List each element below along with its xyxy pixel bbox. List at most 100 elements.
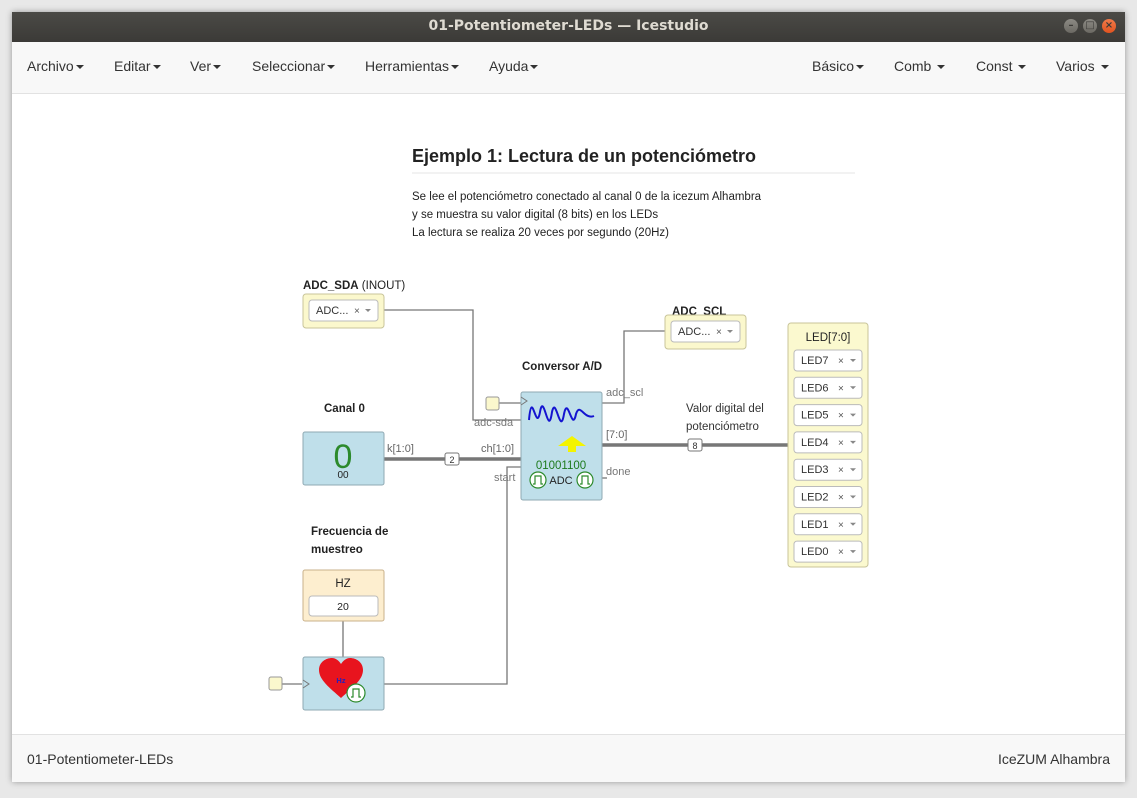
clear-icon[interactable]: ×: [838, 356, 844, 367]
freq-label-1: Frecuencia de: [311, 526, 388, 538]
menu-seleccionar[interactable]: Seleccionar: [252, 58, 336, 74]
led-name: LED3: [801, 464, 829, 476]
port-start: start: [494, 472, 515, 484]
wire-adc-sda: [384, 309, 521, 421]
dropdown-arrow-icon[interactable]: [850, 495, 856, 499]
conv-label: Conversor A/D: [522, 361, 602, 373]
adc-sda-value: ADC...: [316, 305, 348, 317]
menu-ayuda[interactable]: Ayuda: [489, 58, 539, 74]
canal-hex-value: 00: [337, 470, 349, 481]
wire-adc-scl: [602, 330, 665, 404]
caret-down-icon: [451, 65, 460, 70]
freq-label-2: muestreo: [311, 544, 363, 556]
led-select[interactable]: [793, 376, 863, 399]
canal-block[interactable]: [302, 431, 385, 486]
doc-heading: Ejemplo 1: Lectura de un potenciómetro: [412, 146, 756, 166]
dropdown-arrow-icon[interactable]: [850, 550, 856, 554]
led-select[interactable]: [793, 349, 863, 372]
menu-bar: Archivo Editar Ver Seleccionar Herramien…: [12, 42, 1125, 94]
adc-bits: 01001100: [536, 460, 586, 472]
dropdown-arrow-icon[interactable]: [850, 522, 856, 526]
freq-value-input[interactable]: [308, 595, 379, 617]
arrow-down-icon: [558, 436, 586, 452]
clear-icon[interactable]: ×: [716, 327, 722, 338]
doc-line-3: La lectura se realiza 20 veces por segun…: [412, 227, 669, 239]
dropdown-arrow-icon[interactable]: [850, 386, 856, 390]
port-done: done: [606, 466, 630, 478]
port-ch: ch[1:0]: [481, 443, 514, 455]
minimize-icon[interactable]: –: [1064, 19, 1078, 33]
menu-basico[interactable]: Básico: [812, 58, 865, 74]
adc-sda-select[interactable]: [308, 299, 379, 322]
caret-down-icon: [75, 65, 84, 70]
bus-width-2: 2: [449, 455, 454, 465]
heart-input-pin[interactable]: [268, 676, 283, 691]
menu-herramientas[interactable]: Herramientas: [365, 58, 460, 74]
clear-icon[interactable]: ×: [838, 465, 844, 476]
led-list: LED7×LED6×LED5×LED4×LED3×LED2×LED1×LED0×: [793, 349, 863, 563]
caret-down-icon: [152, 65, 161, 70]
menu-const[interactable]: Const: [976, 58, 1027, 74]
circuit-diagram[interactable]: Ejemplo 1: Lectura de un potenciómetro S…: [12, 94, 1125, 734]
dropdown-arrow-icon[interactable]: [850, 468, 856, 472]
caret-down-icon: [213, 65, 222, 70]
clear-icon[interactable]: ×: [838, 520, 844, 531]
led-select[interactable]: [793, 404, 863, 427]
dropdown-arrow-icon[interactable]: [727, 330, 733, 333]
maximize-icon[interactable]: □: [1083, 19, 1097, 33]
canal-big-value: 0: [334, 438, 353, 476]
valor-label-2: potenciómetro: [686, 421, 759, 433]
bus-width-badge: [444, 452, 460, 466]
clear-icon[interactable]: ×: [838, 411, 844, 422]
bus-width-badge: [687, 438, 703, 452]
footer-board-name[interactable]: IceZUM Alhambra: [997, 751, 1110, 767]
clear-icon[interactable]: ×: [354, 306, 360, 317]
led-select[interactable]: [793, 513, 863, 536]
pulse-glyph: [533, 475, 543, 485]
led-name: LED1: [801, 519, 829, 531]
menu-archivo[interactable]: Archivo: [27, 58, 84, 74]
led-select[interactable]: [793, 540, 863, 563]
footer-project-name: 01-Potentiometer-LEDs: [27, 751, 174, 767]
freq-value: 20: [337, 601, 349, 613]
led-name: LED5: [801, 410, 829, 422]
clear-icon[interactable]: ×: [838, 438, 844, 449]
close-icon[interactable]: ×: [1102, 19, 1116, 33]
led-select[interactable]: [793, 486, 863, 508]
caret-down-icon: [856, 65, 865, 70]
clock-input-icon: [302, 679, 310, 689]
adc-scl-select[interactable]: [670, 320, 741, 343]
clear-icon[interactable]: ×: [838, 547, 844, 558]
menu-ver[interactable]: Ver: [190, 58, 222, 74]
sda-input-pin[interactable]: [485, 396, 500, 411]
dropdown-arrow-icon[interactable]: [850, 359, 856, 362]
led-select[interactable]: [793, 431, 863, 454]
port-out: [7:0]: [606, 429, 627, 441]
design-canvas[interactable]: Ejemplo 1: Lectura de un potenciómetro S…: [12, 94, 1125, 734]
caret-down-icon: [530, 65, 539, 70]
heart-hz-label: Hz: [336, 676, 345, 685]
clear-icon[interactable]: ×: [838, 383, 844, 394]
adc-name: ADC: [549, 475, 572, 487]
clear-icon[interactable]: ×: [838, 493, 844, 504]
dropdown-arrow-icon[interactable]: [850, 413, 856, 417]
window-title: 01-Potentiometer-LEDs — Icestudio: [428, 18, 709, 34]
led-name: LED0: [801, 546, 829, 558]
led-name: LED7: [801, 355, 829, 367]
caret-down-icon: [937, 65, 946, 70]
menu-editar[interactable]: Editar: [114, 58, 161, 74]
adc-sda-label: ADC_SDA (INOUT): [303, 280, 405, 292]
dropdown-arrow-icon[interactable]: [365, 309, 371, 312]
port-k: k[1:0]: [387, 443, 414, 455]
dropdown-arrow-icon[interactable]: [850, 440, 856, 444]
pulse-icon: [576, 471, 594, 489]
caret-down-icon: [1018, 65, 1027, 70]
menu-varios[interactable]: Varios: [1056, 58, 1109, 74]
led-name: LED6: [801, 382, 829, 394]
menu-comb[interactable]: Comb: [894, 58, 946, 74]
caret-down-icon: [327, 65, 336, 70]
wires: [282, 309, 665, 685]
clock-input-icon: [520, 396, 528, 406]
led-select[interactable]: [793, 458, 863, 481]
freq-const-name: HZ: [335, 578, 350, 590]
